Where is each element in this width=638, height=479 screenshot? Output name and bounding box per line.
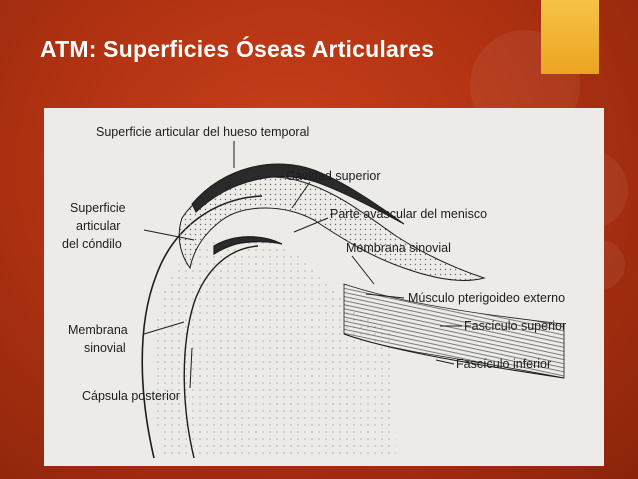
tmj-illustration: Superficie articular del hueso temporal … xyxy=(62,125,566,459)
condyle-outline xyxy=(183,245,259,459)
slide-title: ATM: Superficies Óseas Articulares xyxy=(40,36,435,62)
fasciculo-divider xyxy=(343,333,565,379)
label-superficie-condilo-1: Superficie xyxy=(70,201,126,215)
mandible-body xyxy=(153,237,396,458)
label-membrana-sinovial-right: Membrana sinovial xyxy=(346,241,451,255)
label-capsula-posterior: Cápsula posterior xyxy=(82,389,180,403)
label-cavidad-superior: Cavidad superior xyxy=(286,169,381,183)
label-membrana-sinovial-left-2: sinovial xyxy=(84,341,126,355)
tmj-diagram: Superficie articular del hueso temporal … xyxy=(44,108,604,466)
accent-tab xyxy=(541,0,599,74)
label-membrana-sinovial-left-1: Membrana xyxy=(68,323,128,337)
label-superficie-condilo-2: articular xyxy=(76,219,120,233)
superficie-condilo-cap xyxy=(213,236,283,256)
label-superficie-temporal: Superficie articular del hueso temporal xyxy=(96,125,309,139)
menisco xyxy=(178,176,486,281)
label-parte-avascular: Parte avascular del menisco xyxy=(330,207,487,221)
leader-lines xyxy=(143,141,462,389)
label-superficie-condilo-3: del cóndilo xyxy=(62,237,122,251)
label-fasciculo-superior: Fascículo superior xyxy=(464,319,566,333)
label-musculo-pterigoideo: Músculo pterigoideo externo xyxy=(408,291,565,305)
superficie-temporal-band xyxy=(191,163,405,225)
label-fasciculo-inferior: Fascículo inferior xyxy=(456,357,551,371)
